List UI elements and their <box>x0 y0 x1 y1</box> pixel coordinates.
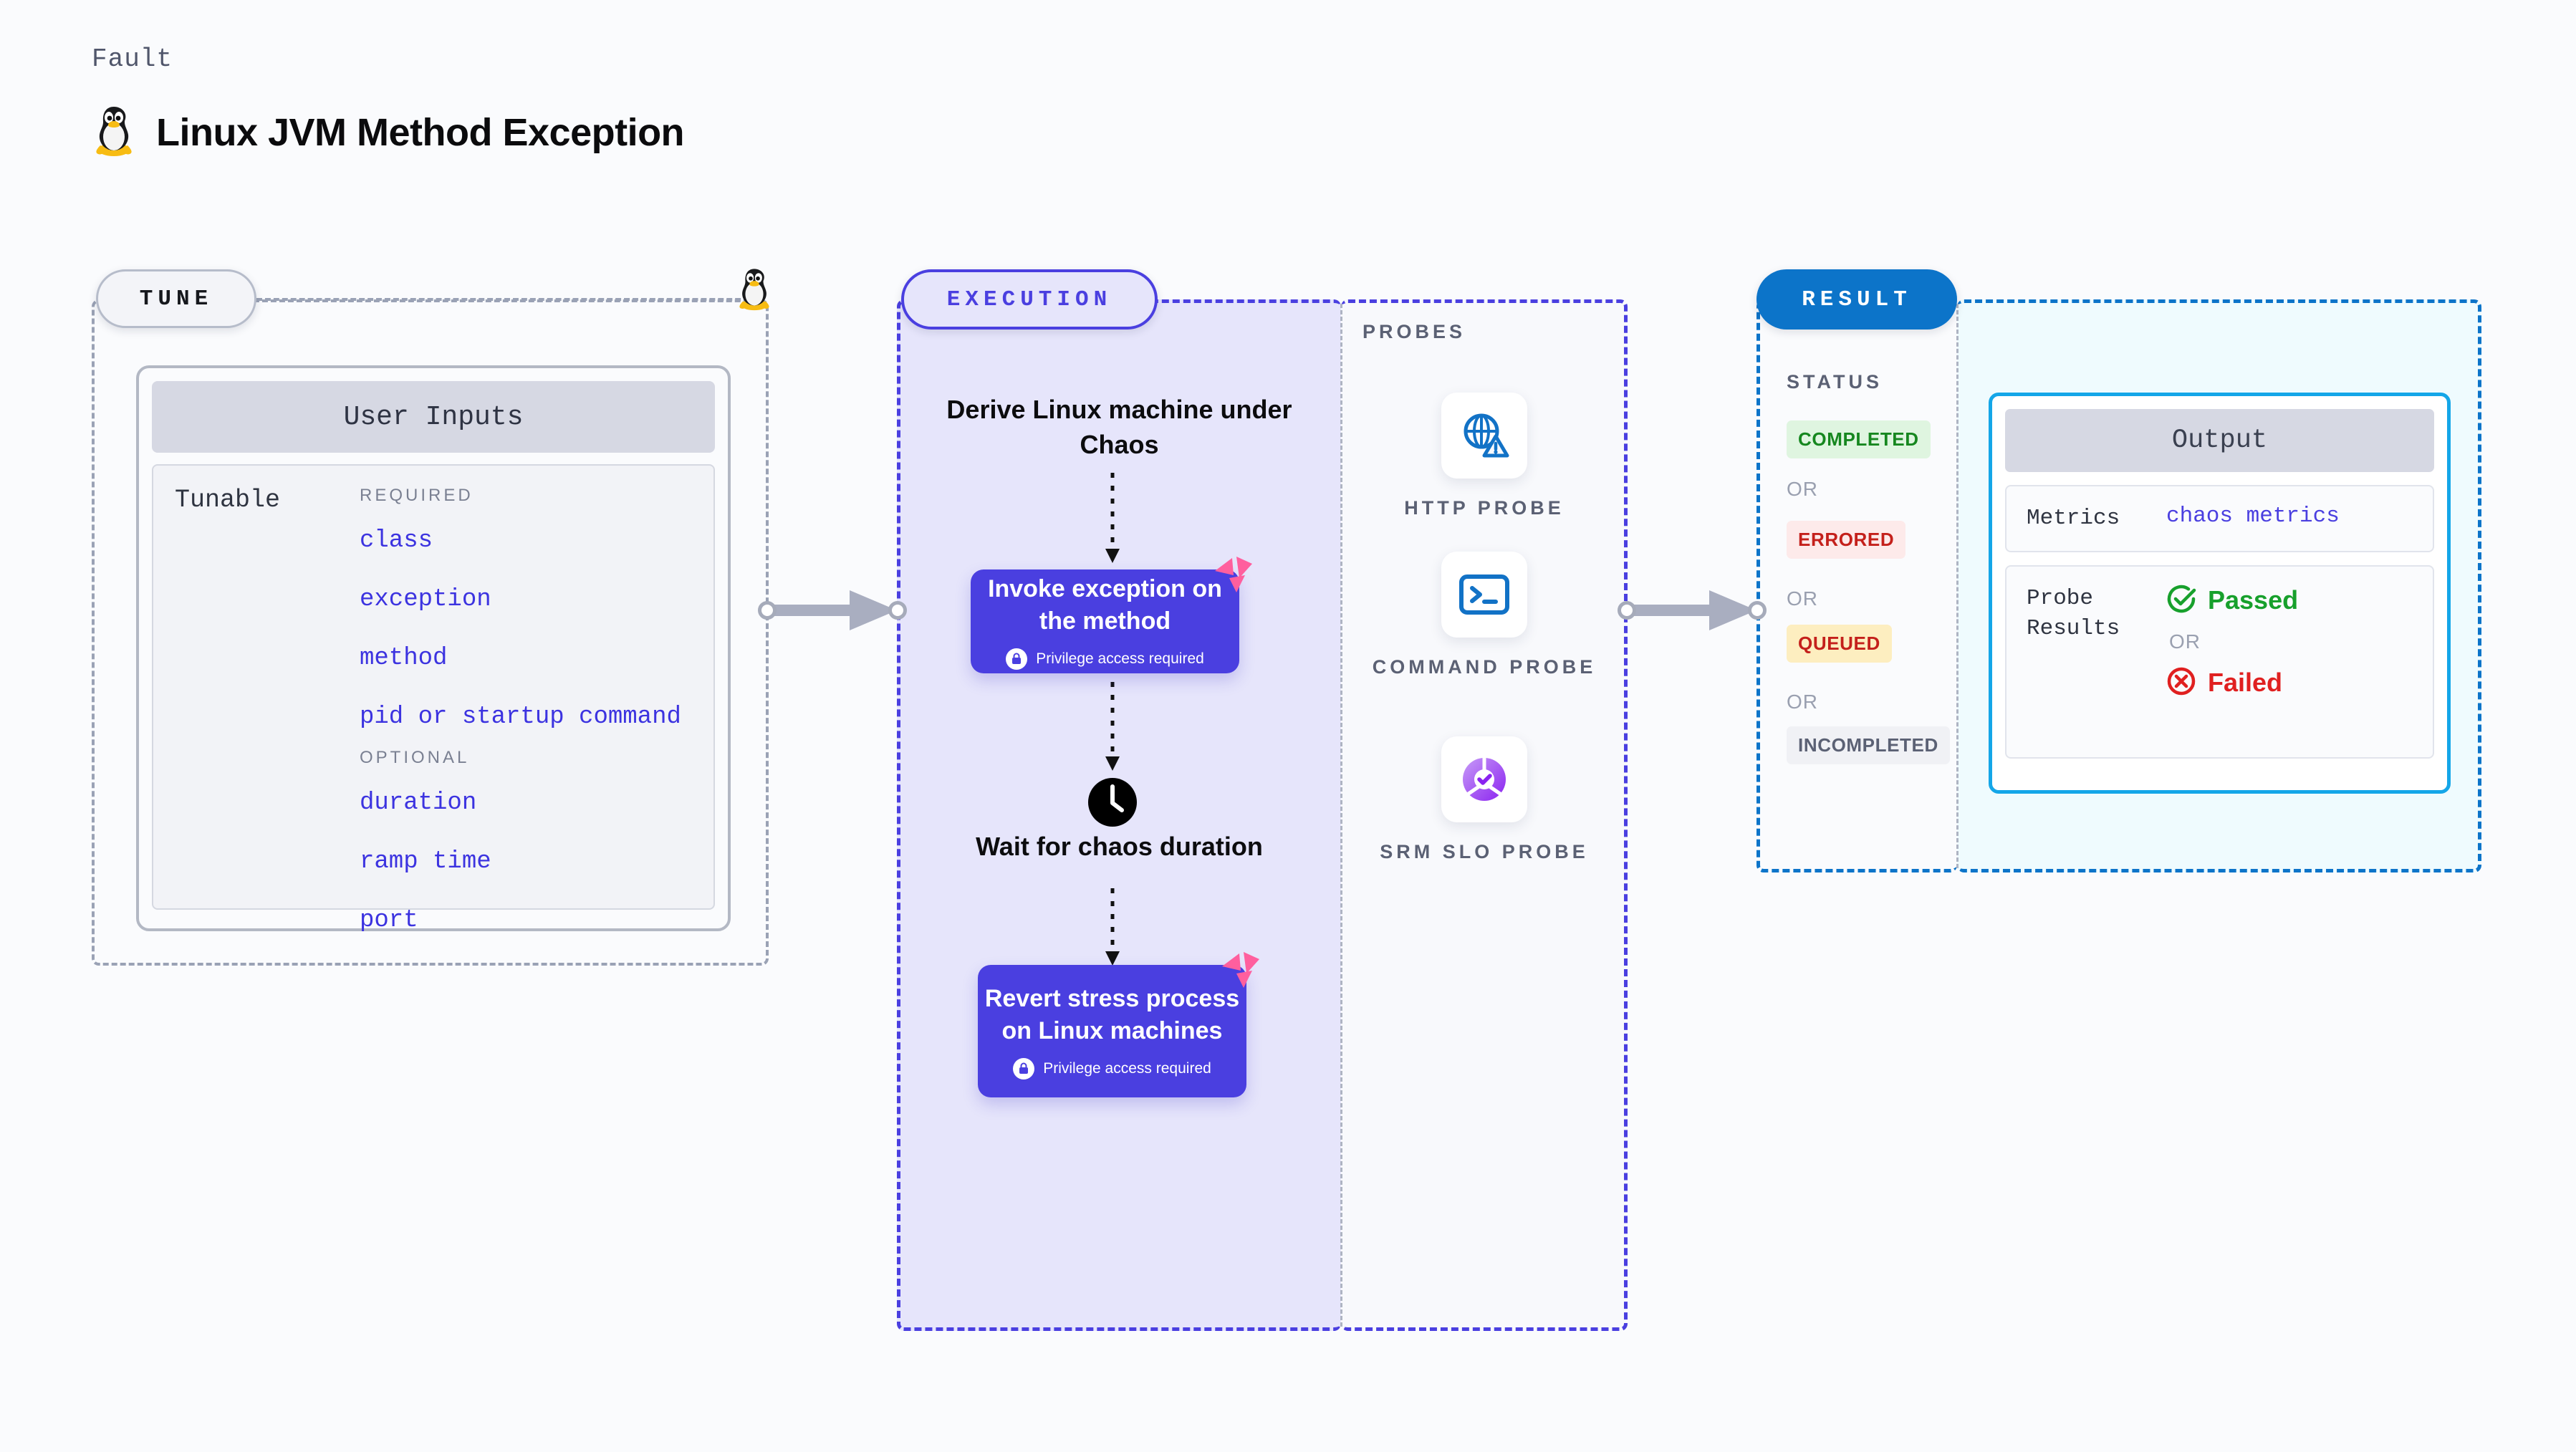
revert-node-title: Revert stress process on Linux machines <box>984 985 1240 1044</box>
x-circle-icon <box>2166 666 2196 700</box>
metrics-key-label: Metrics <box>2027 506 2120 531</box>
tune-dashed-connector <box>256 298 758 301</box>
lock-icon <box>1013 1057 1035 1080</box>
arrow-derive-to-invoke <box>1098 473 1127 569</box>
slo-donut-check-icon <box>1441 736 1527 822</box>
revert-stress-node[interactable]: Revert stress process on Linux machines … <box>978 952 1259 1097</box>
linux-tux-junction-icon <box>735 266 774 314</box>
metrics-value[interactable]: chaos metrics <box>2166 504 2340 529</box>
connector-dot-right <box>888 601 907 620</box>
wait-step-label: Wait for chaos duration <box>976 832 1263 861</box>
tunable-item[interactable]: ramp time <box>360 848 491 875</box>
harness-logo-icon <box>1215 946 1265 996</box>
result-stage-pill[interactable]: RESULT <box>1756 269 1957 330</box>
user-inputs-title: User Inputs <box>152 381 715 453</box>
probe-label: COMMAND PROBE <box>1372 656 1597 678</box>
probe-results-key-text: Probe Results <box>2027 585 2120 641</box>
tunable-item[interactable]: class <box>360 527 433 554</box>
status-badge-errored: ERRORED <box>1787 521 1906 559</box>
invoke-exception-node[interactable]: Invoke exception on the method Privilege… <box>971 557 1252 673</box>
probe-result-passed: Passed <box>2166 584 2298 617</box>
connector-tune-to-execution <box>766 587 903 637</box>
revert-node-note: Privilege access required <box>1043 1059 1211 1077</box>
user-inputs-card: User Inputs Tunable REQUIRED class excep… <box>136 365 731 934</box>
output-title: Output <box>2005 409 2434 472</box>
connector-execution-to-result <box>1626 587 1762 637</box>
output-metrics-row: Metrics chaos metrics <box>2005 485 2434 552</box>
tunable-body: Tunable REQUIRED class exception method … <box>152 464 715 934</box>
revert-node-note-row: Privilege access required <box>1013 1057 1211 1080</box>
status-badge-completed: COMPLETED <box>1787 420 1931 458</box>
invoke-node-title: Invoke exception on the method <box>988 575 1222 635</box>
tune-panel <box>92 299 769 966</box>
linux-tux-icon <box>92 104 136 160</box>
connector-dot-left <box>758 601 777 620</box>
derive-step-label: Derive Linux machine under Chaos <box>946 395 1292 459</box>
probe-results-values: Passed OR Failed <box>2166 584 2298 700</box>
group-heading-optional: OPTIONAL <box>360 748 470 767</box>
passed-label: Passed <box>2208 585 2299 615</box>
status-badge-queued: QUEUED <box>1787 625 1892 663</box>
lock-icon <box>1006 648 1028 670</box>
probe-result-failed: Failed <box>2166 666 2298 700</box>
page-title: Linux JVM Method Exception <box>156 110 685 154</box>
or-separator: OR <box>1787 691 1818 713</box>
tunable-label: Tunable <box>175 486 281 514</box>
invoke-node-note-row: Privilege access required <box>1006 648 1204 670</box>
tunable-item[interactable]: port <box>360 907 418 934</box>
clock-icon <box>1087 777 1138 828</box>
probes-divider <box>1340 304 1342 1327</box>
probe-item-srm-slo[interactable]: SRM SLO PROBE <box>1341 736 1628 866</box>
probes-section-label: PROBES <box>1363 321 1466 342</box>
globe-warning-icon <box>1441 393 1527 479</box>
status-section-label: STATUS <box>1787 371 1883 393</box>
result-divider <box>1956 304 1959 868</box>
tunable-item[interactable]: method <box>360 645 448 672</box>
tunable-item[interactable]: exception <box>360 586 491 613</box>
connector-dot-left <box>1618 601 1636 620</box>
harness-logo-icon <box>1208 551 1258 601</box>
or-separator: OR <box>1787 587 1818 610</box>
probe-item-http[interactable]: HTTP PROBE <box>1341 393 1628 522</box>
group-heading-required: REQUIRED <box>360 486 474 505</box>
probe-label: SRM SLO PROBE <box>1380 841 1589 862</box>
invoke-node-note: Privilege access required <box>1036 650 1204 667</box>
execution-stage-pill[interactable]: EXECUTION <box>901 269 1158 330</box>
tunable-item[interactable]: pid or startup command <box>360 703 681 731</box>
arrow-wait-to-revert <box>1098 888 1127 972</box>
tune-stage-pill[interactable]: TUNE <box>96 269 256 328</box>
or-separator: OR <box>2169 630 2201 653</box>
status-badge-incompleted: INCOMPLETED <box>1787 726 1950 764</box>
output-card: Output Metrics chaos metrics Probe Resul… <box>1989 393 2451 794</box>
connector-dot-right <box>1748 601 1767 620</box>
or-separator: OR <box>1787 478 1818 500</box>
page-header: Fault Linux JVM Method Exception <box>92 44 685 160</box>
probe-item-command[interactable]: COMMAND PROBE <box>1341 552 1628 681</box>
probe-label: HTTP PROBE <box>1404 497 1565 519</box>
tunable-list: REQUIRED class exception method pid or s… <box>354 486 713 934</box>
arrow-invoke-to-wait <box>1098 682 1127 777</box>
check-circle-icon <box>2166 584 2196 617</box>
probe-results-key-label: Probe Results <box>2027 584 2166 644</box>
tunable-item[interactable]: duration <box>360 789 477 817</box>
failed-label: Failed <box>2208 668 2283 698</box>
page-title-row: Linux JVM Method Exception <box>92 104 685 160</box>
output-probe-results-row: Probe Results Passed OR <box>2005 564 2434 759</box>
fault-eyebrow-label: Fault <box>92 44 173 74</box>
terminal-icon <box>1441 552 1527 638</box>
